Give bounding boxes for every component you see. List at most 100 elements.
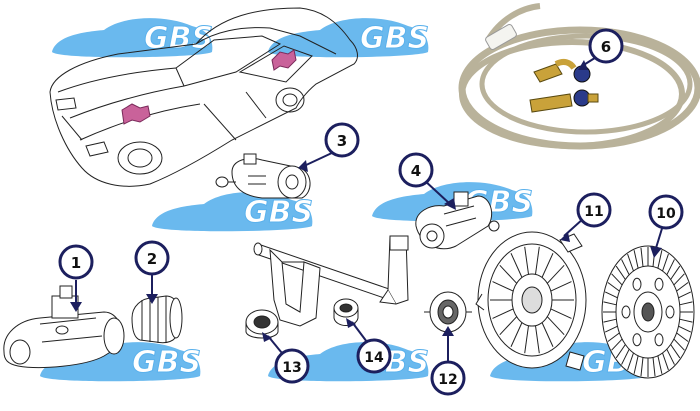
clutch-pressure-plate — [475, 231, 587, 371]
callout-11: 11 — [576, 192, 612, 228]
callout-14: 14 — [356, 338, 392, 374]
friction-segment — [621, 259, 630, 276]
watermark-car: GBS — [268, 18, 430, 58]
diaphragm-finger — [510, 322, 523, 347]
friction-segment — [603, 318, 617, 323]
friction-segment — [611, 338, 623, 351]
callout-12: 12 — [430, 360, 466, 396]
friction-segment — [678, 325, 692, 333]
diaphragm-finger — [492, 308, 514, 319]
callout-3: 3 — [324, 122, 360, 158]
release-bearing — [424, 291, 472, 333]
callout-10: 10 — [648, 194, 684, 230]
friction-segment — [679, 318, 693, 323]
diaphragm-finger — [524, 325, 530, 354]
callout-1: 1 — [58, 244, 94, 280]
damper-spring — [665, 305, 675, 319]
watermark-car: GBS — [40, 342, 202, 382]
watermark-car: GBS — [152, 192, 314, 232]
damper-spring — [654, 333, 664, 347]
diaphragm-finger — [534, 325, 540, 354]
diaphragm-finger — [550, 308, 572, 319]
friction-segment — [679, 301, 693, 306]
friction-segment — [603, 301, 617, 306]
friction-segment — [633, 250, 639, 269]
braided-clutch-hose-kit — [458, 3, 700, 150]
friction-segment — [673, 273, 685, 286]
friction-segment — [627, 352, 634, 371]
friction-segment — [670, 265, 681, 280]
friction-segment — [676, 332, 689, 342]
arrowheads — [70, 60, 662, 342]
friction-segment — [662, 253, 669, 272]
friction-segment — [657, 355, 663, 374]
callout-6: 6 — [588, 28, 624, 64]
hose-fitting — [529, 89, 599, 113]
callout-number: 4 — [411, 162, 421, 180]
callout-number: 14 — [364, 350, 384, 366]
damper-spring — [632, 333, 642, 347]
callout-number: 6 — [601, 38, 611, 56]
callout-2: 2 — [134, 240, 170, 276]
friction-segment — [604, 325, 618, 333]
friction-segment — [657, 250, 663, 269]
friction-segment — [640, 357, 644, 377]
watermark-text: GBS — [244, 195, 313, 230]
callout-4: 4 — [398, 152, 434, 188]
highlight-marker — [121, 103, 151, 125]
diaphragm-finger — [524, 246, 530, 275]
damper-spring — [654, 277, 664, 291]
highlight-marker — [271, 49, 297, 71]
callout-number: 2 — [147, 250, 157, 268]
callout-number: 12 — [438, 372, 457, 388]
diaphragm-finger — [546, 316, 565, 336]
diaphragm-finger — [534, 246, 540, 275]
watermark-text: GBS — [144, 21, 213, 56]
callout-number: 1 — [71, 254, 81, 272]
friction-segment — [607, 282, 620, 292]
diaphragm-finger — [510, 253, 523, 278]
callout-number: 10 — [656, 206, 676, 222]
friction-segment — [627, 253, 634, 272]
friction-segment — [652, 357, 656, 377]
callout-number: 11 — [584, 204, 603, 220]
friction-segment — [611, 273, 623, 286]
friction-segment — [607, 332, 620, 342]
friction-segment — [670, 344, 681, 359]
clutch-slave-cylinder-alt — [415, 191, 500, 250]
damper-spring — [621, 305, 631, 319]
damper-spring — [632, 277, 642, 291]
diaphragm-finger — [499, 264, 518, 284]
bushing-seal — [245, 309, 279, 339]
friction-segment — [621, 348, 630, 365]
diaphragm-finger — [541, 322, 554, 347]
callout-list: 1 2 3 4 6 10 11 12 13 14 — [58, 28, 684, 396]
clutch-slave-cylinder — [215, 153, 311, 199]
friction-segment — [676, 282, 689, 292]
diaphragm-finger — [499, 316, 518, 336]
clutch-disc — [601, 245, 695, 379]
watermark-group: GBS GBS GBS GBS GBS GBS GBS — [40, 18, 652, 382]
friction-segment — [640, 247, 644, 267]
callout-13: 13 — [274, 348, 310, 384]
watermark-car: GBS — [52, 18, 214, 58]
clutch-fork-and-shaft — [253, 235, 409, 327]
diaphragm-finger — [550, 281, 572, 292]
friction-segment — [604, 291, 618, 299]
friction-segment — [678, 291, 692, 299]
diaphragm-finger — [541, 253, 554, 278]
watermark-text: GBS — [132, 345, 201, 380]
bushing — [333, 298, 359, 326]
dust-boot — [131, 295, 183, 344]
diaphragm-finger — [492, 281, 514, 292]
friction-segment — [673, 338, 685, 351]
vehicle-highlight-markers — [121, 49, 297, 125]
callout-number: 13 — [282, 360, 301, 376]
vehicle-outline — [49, 7, 358, 187]
friction-segment — [666, 348, 675, 365]
friction-segment — [633, 355, 639, 374]
friction-segment — [615, 344, 626, 359]
clutch-master-cylinder — [3, 285, 125, 368]
